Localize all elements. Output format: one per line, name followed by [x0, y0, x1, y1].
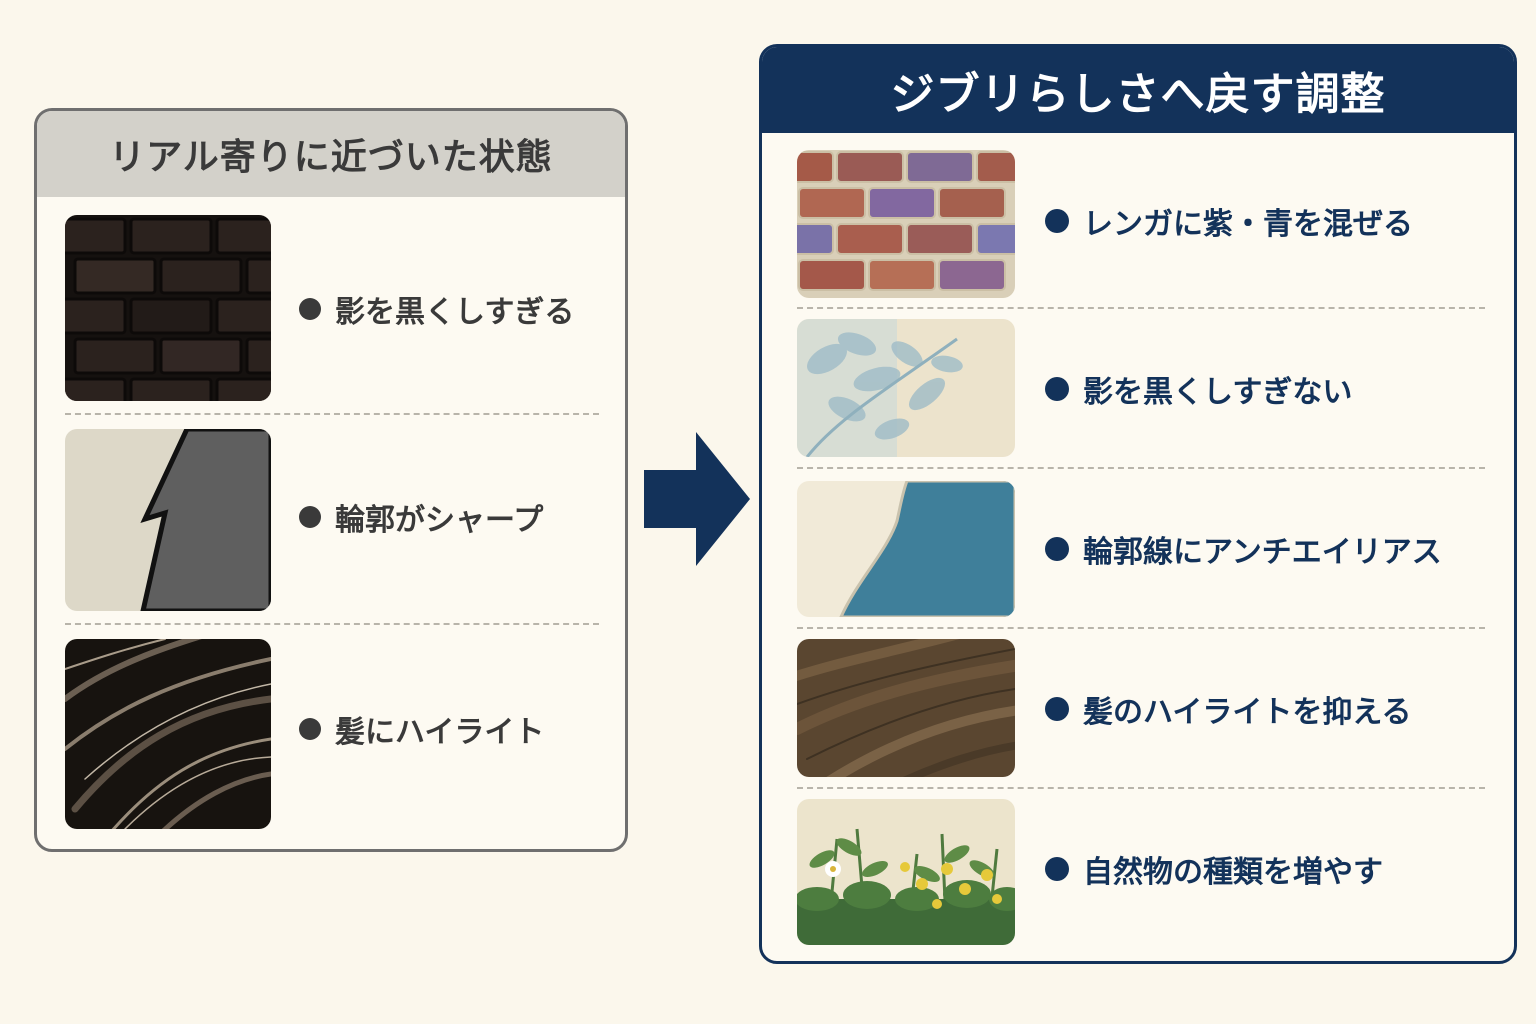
divider [797, 787, 1485, 789]
right-panel-title: ジブリらしさへ戻す調整 [762, 47, 1514, 133]
leaf-shadow-image [797, 319, 1015, 457]
right-arrow-icon [644, 432, 750, 566]
divider [797, 467, 1485, 469]
left-item-label-1: 影を黒くしすぎる [299, 289, 574, 330]
right-item-label-2: 影を黒くしすぎない [1045, 369, 1352, 410]
matte-hair-image [797, 639, 1015, 777]
right-item-label-1: レンガに紫・青を混ぜる [1045, 201, 1413, 242]
bullet-icon [1045, 209, 1069, 233]
colorful-brick-image [797, 150, 1015, 298]
bullet-icon [1045, 857, 1069, 881]
left-item-label-3: 髪にハイライト [299, 709, 544, 750]
right-item-label-5: 自然物の種類を増やす [1045, 849, 1383, 890]
divider [797, 307, 1485, 309]
bullet-icon [1045, 697, 1069, 721]
bullet-icon [1045, 537, 1069, 561]
bullet-icon [299, 506, 321, 528]
divider [65, 413, 599, 415]
soft-edge-image [797, 481, 1015, 617]
left-item-label-2: 輪郭がシャープ [299, 497, 543, 538]
bullet-icon [299, 718, 321, 740]
dark-brick-image [65, 215, 271, 401]
bullet-icon [299, 298, 321, 320]
wildflower-image [797, 799, 1015, 945]
left-panel-title: リアル寄りに近づいた状態 [37, 111, 625, 197]
right-item-label-4: 髪のハイライトを抑える [1045, 689, 1412, 730]
right-panel: ジブリらしさへ戻す調整 レンガに紫・青を混ぜる [759, 44, 1517, 964]
right-item-label-3: 輪郭線にアンチエイリアス [1045, 529, 1442, 570]
glossy-hair-image [65, 639, 271, 829]
left-panel: リアル寄りに近づいた状態 影を黒くしすぎる 輪郭がシャープ [34, 108, 628, 852]
bullet-icon [1045, 377, 1069, 401]
sharp-edge-image [65, 429, 271, 611]
divider [65, 623, 599, 625]
divider [797, 627, 1485, 629]
